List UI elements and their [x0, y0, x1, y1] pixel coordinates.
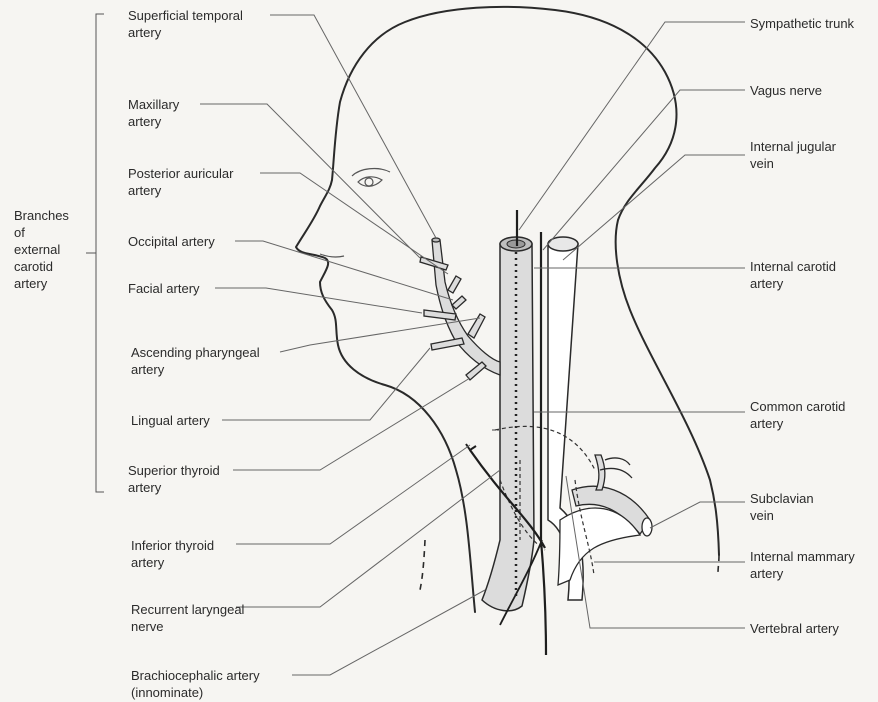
label-superior-thyroid-artery: Superior thyroid artery	[128, 462, 220, 496]
label-maxillary-artery: Maxillary artery	[128, 96, 179, 130]
label-vagus-nerve: Vagus nerve	[750, 82, 822, 99]
label-brachiocephalic-artery: Brachiocephalic artery (innominate)	[131, 667, 260, 701]
label-inferior-thyroid-artery: Inferior thyroid artery	[131, 537, 214, 571]
label-vertebral-artery: Vertebral artery	[750, 620, 839, 637]
vagus-nerve-line	[541, 232, 546, 655]
label-internal-mammary-artery: Internal mammary artery	[750, 548, 855, 582]
label-sympathetic-trunk: Sympathetic trunk	[750, 15, 854, 32]
external-carotid-branches	[420, 238, 500, 380]
label-ascending-pharyngeal-artery: Ascending pharyngeal artery	[131, 344, 260, 378]
carotid-artery-shape	[482, 237, 534, 611]
neck-back-dashed	[718, 555, 719, 573]
label-internal-jugular-vein: Internal jugular vein	[750, 138, 836, 172]
label-recurrent-laryngeal-nerve: Recurrent laryngeal nerve	[131, 601, 244, 635]
label-posterior-auricular-artery: Posterior auricular artery	[128, 165, 234, 199]
label-superficial-temporal-artery: Superficial temporal artery	[128, 7, 243, 41]
label-occipital-artery: Occipital artery	[128, 233, 215, 250]
label-facial-artery: Facial artery	[128, 280, 200, 297]
branches-bracket	[86, 14, 104, 492]
branches-group-label: Branches of external carotid artery	[14, 207, 69, 292]
label-common-carotid-artery: Common carotid artery	[750, 398, 845, 432]
label-lingual-artery: Lingual artery	[131, 412, 210, 429]
neck-front-dashed	[420, 540, 425, 590]
label-internal-carotid-artery: Internal carotid artery	[750, 258, 836, 292]
subclavian-vessels	[558, 455, 652, 585]
label-subclavian-vein: Subclavian vein	[750, 490, 814, 524]
